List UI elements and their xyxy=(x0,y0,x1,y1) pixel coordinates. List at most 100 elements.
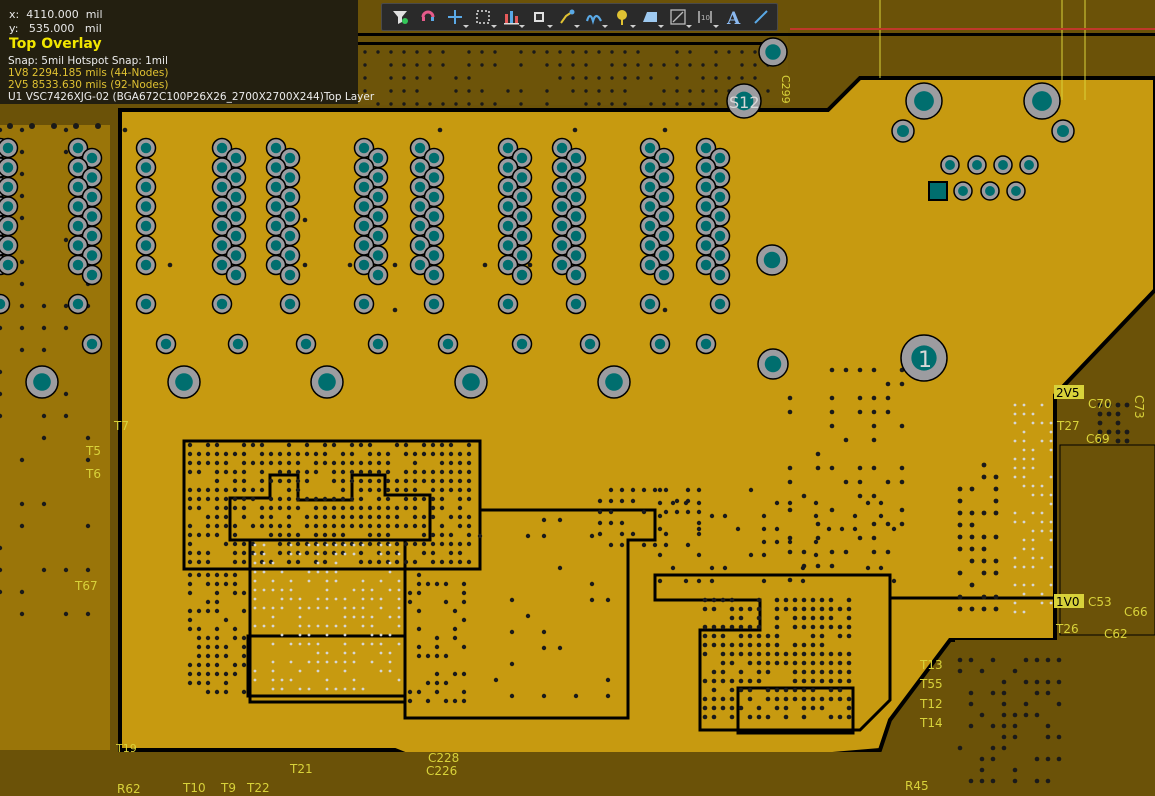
connector-pin[interactable] xyxy=(367,225,389,247)
connector-pin[interactable] xyxy=(551,235,573,256)
connector-pin[interactable] xyxy=(565,186,587,208)
connector-pin[interactable] xyxy=(551,196,573,217)
connector-pin[interactable] xyxy=(67,157,89,178)
mounting-pad[interactable] xyxy=(756,244,788,276)
pad[interactable] xyxy=(279,293,301,315)
diff-pair-tool-button[interactable] xyxy=(582,5,609,29)
pad[interactable] xyxy=(1019,155,1039,175)
pad[interactable] xyxy=(367,333,389,355)
mounting-pad[interactable] xyxy=(1023,82,1061,120)
connector-pin[interactable] xyxy=(497,215,519,237)
pad[interactable] xyxy=(980,181,1000,201)
mounting-pad[interactable] xyxy=(905,82,943,120)
connector-pin[interactable] xyxy=(265,137,287,159)
connector-pin[interactable] xyxy=(135,157,157,178)
pad[interactable] xyxy=(709,293,731,315)
pad[interactable] xyxy=(1051,119,1075,143)
connector-pin[interactable] xyxy=(135,215,157,237)
dropdown-caret-icon[interactable] xyxy=(518,25,525,28)
connector-pin[interactable] xyxy=(67,215,89,237)
pad[interactable] xyxy=(940,155,960,175)
pad[interactable] xyxy=(649,333,671,355)
connector-pin[interactable] xyxy=(225,264,247,286)
connector-pin[interactable] xyxy=(0,235,19,256)
mounting-pad[interactable] xyxy=(758,37,788,67)
dropdown-caret-icon[interactable] xyxy=(574,25,581,28)
connector-pin[interactable] xyxy=(709,147,731,169)
connector-pin[interactable] xyxy=(565,264,587,286)
connector-pin[interactable] xyxy=(551,215,573,237)
connector-pin[interactable] xyxy=(265,196,287,217)
connector-pin[interactable] xyxy=(135,196,157,217)
connector-pin[interactable] xyxy=(0,176,19,198)
connector-pin[interactable] xyxy=(67,254,89,276)
pad[interactable] xyxy=(953,181,973,201)
route-tool-button[interactable] xyxy=(416,5,440,29)
connector-pin[interactable] xyxy=(279,225,301,247)
connector-pin[interactable] xyxy=(497,254,519,276)
connector-pin[interactable] xyxy=(639,254,661,276)
connector-pin[interactable] xyxy=(211,196,233,217)
connector-pin[interactable] xyxy=(695,137,717,159)
pad-tool-button[interactable] xyxy=(610,5,637,29)
dropdown-caret-icon[interactable] xyxy=(685,25,692,28)
align-tool-button[interactable] xyxy=(499,5,525,29)
connector-pin[interactable] xyxy=(409,254,431,276)
connector-pin[interactable] xyxy=(81,225,103,247)
pad[interactable] xyxy=(155,333,177,355)
connector-pin[interactable] xyxy=(423,264,445,286)
dropdown-caret-icon[interactable] xyxy=(630,25,637,28)
pad[interactable] xyxy=(565,293,587,315)
connector-pin[interactable] xyxy=(211,215,233,237)
region-tool-button[interactable] xyxy=(666,5,692,29)
connector-pin[interactable] xyxy=(135,254,157,276)
connector-pin[interactable] xyxy=(511,167,533,188)
pad[interactable] xyxy=(211,293,233,315)
connector-pin[interactable] xyxy=(653,206,675,227)
connector-pin[interactable] xyxy=(423,225,445,247)
connector-pin[interactable] xyxy=(709,186,731,208)
connector-pin[interactable] xyxy=(367,245,389,266)
pad[interactable] xyxy=(67,293,89,315)
connector-pin[interactable] xyxy=(497,157,519,178)
connector-pin[interactable] xyxy=(653,264,675,286)
polygon-tool-button[interactable] xyxy=(638,5,664,29)
connector-pin[interactable] xyxy=(423,206,445,227)
connector-pin[interactable] xyxy=(225,206,247,227)
connector-pin[interactable] xyxy=(81,245,103,266)
pad[interactable] xyxy=(497,293,519,315)
text-tool-button[interactable]: A xyxy=(721,5,745,29)
connector-pin[interactable] xyxy=(135,176,157,198)
pad[interactable] xyxy=(511,333,533,355)
pad[interactable] xyxy=(1006,181,1026,201)
pad[interactable] xyxy=(135,293,157,315)
connector-pin[interactable] xyxy=(565,167,587,188)
connector-pin[interactable] xyxy=(695,254,717,276)
connector-pin[interactable] xyxy=(0,137,19,159)
component-tool-button[interactable] xyxy=(527,5,553,29)
pad[interactable] xyxy=(295,333,317,355)
connector-pin[interactable] xyxy=(279,206,301,227)
pad[interactable] xyxy=(227,333,249,355)
dropdown-caret-icon[interactable] xyxy=(602,25,609,28)
connector-pin[interactable] xyxy=(639,157,661,178)
connector-pin[interactable] xyxy=(225,186,247,208)
dimension-tool-button[interactable]: 10 xyxy=(694,5,720,29)
pad[interactable] xyxy=(639,293,661,315)
connector-pin[interactable] xyxy=(0,157,19,178)
pad[interactable] xyxy=(695,333,717,355)
square-pad[interactable] xyxy=(928,181,948,201)
connector-pin[interactable] xyxy=(639,215,661,237)
mounting-pad[interactable] xyxy=(757,348,789,380)
connector-pin[interactable] xyxy=(565,245,587,266)
connector-pin[interactable] xyxy=(695,157,717,178)
connector-pin[interactable] xyxy=(551,157,573,178)
dropdown-caret-icon[interactable] xyxy=(546,25,553,28)
connector-pin[interactable] xyxy=(0,215,19,237)
connector-pin[interactable] xyxy=(565,225,587,247)
connector-pin[interactable] xyxy=(409,176,431,198)
pad[interactable] xyxy=(579,333,601,355)
dropdown-caret-icon[interactable] xyxy=(491,25,498,28)
connector-pin[interactable] xyxy=(279,264,301,286)
